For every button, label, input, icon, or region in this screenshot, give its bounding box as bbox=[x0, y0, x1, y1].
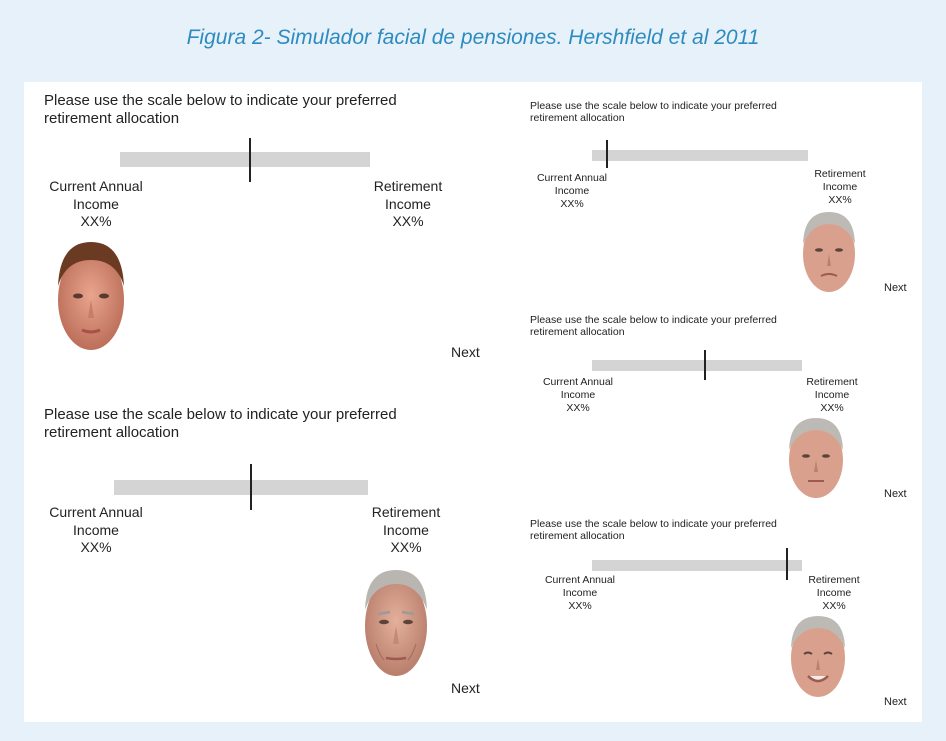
allocation-slider-track[interactable] bbox=[592, 150, 808, 161]
young-man-face-icon bbox=[58, 242, 124, 350]
next-button[interactable]: Next bbox=[884, 282, 907, 294]
allocation-prompt: Please use the scale below to indicate y… bbox=[44, 92, 397, 127]
allocation-prompt: Please use the scale below to indicate y… bbox=[530, 314, 777, 339]
prompt-line: Please use the scale below to indicate y… bbox=[530, 100, 777, 112]
allocation-slider-handle[interactable] bbox=[250, 464, 253, 510]
next-button[interactable]: Next bbox=[451, 344, 480, 360]
allocation-screen-aged-large: Please use the scale below to indicate y… bbox=[44, 406, 504, 706]
allocation-screen-aged-small-2: Please use the scale below to indicate y… bbox=[530, 314, 910, 504]
allocation-screen-young: Please use the scale below to indicate y… bbox=[44, 92, 504, 372]
aged-man-face-icon bbox=[365, 570, 427, 676]
next-button[interactable]: Next bbox=[884, 696, 907, 708]
allocation-screen-aged-small-1: Please use the scale below to indicate y… bbox=[530, 100, 910, 300]
figure-caption: Figura 2- Simulador facial de pensiones.… bbox=[186, 26, 760, 49]
allocation-slider-handle[interactable] bbox=[786, 548, 789, 580]
aged-man-face-happy-icon bbox=[791, 616, 845, 697]
prompt-line: Please use the scale below to indicate y… bbox=[44, 92, 397, 109]
prompt-line: retirement allocation bbox=[44, 109, 180, 127]
allocation-slider-track[interactable] bbox=[120, 152, 370, 167]
allocation-slider-handle[interactable] bbox=[704, 350, 707, 380]
allocation-slider-track[interactable] bbox=[114, 480, 368, 495]
prompt-line: retirement allocation bbox=[530, 326, 625, 339]
allocation-prompt: Please use the scale below to indicate y… bbox=[44, 406, 397, 441]
allocation-screen-aged-small-3: Please use the scale below to indicate y… bbox=[530, 518, 910, 718]
aged-man-face-neutral-icon bbox=[789, 418, 843, 498]
allocation-prompt: Please use the scale below to indicate y… bbox=[530, 518, 777, 543]
next-button[interactable]: Next bbox=[884, 488, 907, 500]
aged-man-face-sad-icon bbox=[803, 212, 855, 292]
allocation-slider-track[interactable] bbox=[592, 560, 802, 571]
allocation-slider-handle[interactable] bbox=[249, 138, 251, 182]
prompt-line: retirement allocation bbox=[530, 530, 625, 543]
prompt-line: Please use the scale below to indicate y… bbox=[530, 518, 777, 530]
prompt-line: retirement allocation bbox=[530, 112, 625, 125]
next-button[interactable]: Next bbox=[451, 680, 480, 696]
figure-panel: Please use the scale below to indicate y… bbox=[24, 82, 922, 722]
prompt-line: retirement allocation bbox=[44, 423, 180, 441]
allocation-slider-handle[interactable] bbox=[606, 140, 609, 168]
allocation-slider-track[interactable] bbox=[592, 360, 802, 371]
prompt-line: Please use the scale below to indicate y… bbox=[530, 314, 777, 326]
allocation-prompt: Please use the scale below to indicate y… bbox=[530, 100, 777, 125]
prompt-line: Please use the scale below to indicate y… bbox=[44, 406, 397, 423]
